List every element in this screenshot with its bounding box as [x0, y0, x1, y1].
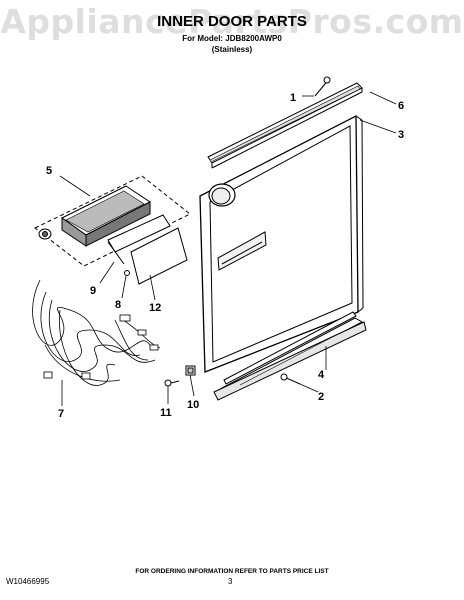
page-number: 3 [228, 577, 233, 586]
model-line: For Model: JDB8200AWP0 [182, 34, 282, 43]
page-title: INNER DOOR PARTS [157, 13, 307, 30]
bottom-vent-strip [213, 311, 367, 401]
callout-9: 9 [90, 285, 96, 297]
wire-harness [32, 279, 161, 386]
inner-door-panel [199, 114, 364, 373]
screw-part-1 [314, 76, 331, 97]
gasket-part-9 [107, 241, 125, 265]
callout-8: 8 [115, 299, 121, 311]
finish-line: (Stainless) [211, 45, 253, 54]
leader-lines [59, 91, 397, 406]
clip-part-10 [185, 365, 196, 376]
document-number: W10466995 [6, 577, 50, 586]
callout-1: 1 [290, 92, 296, 104]
callout-6: 6 [398, 100, 404, 112]
control-cover-part-12 [107, 214, 188, 285]
callout-3: 3 [398, 129, 404, 141]
callout-4: 4 [318, 369, 325, 381]
screw-part-8 [124, 270, 130, 276]
callout-labels: 1 2 3 4 5 6 7 8 9 10 11 12 [46, 92, 404, 420]
top-trim-strip [207, 82, 363, 169]
ordering-note: FOR ORDERING INFORMATION REFER TO PARTS … [135, 568, 329, 575]
control-module-assembly [34, 175, 191, 267]
callout-11: 11 [160, 407, 172, 419]
callout-10: 10 [187, 399, 199, 411]
callout-7: 7 [58, 408, 64, 420]
callout-2: 2 [318, 391, 324, 403]
screw-part-2 [280, 373, 301, 385]
callout-12: 12 [149, 302, 161, 314]
watermark-text: AppliancePartsPros.com [0, 2, 464, 41]
callout-5: 5 [46, 165, 52, 177]
screw-part-11 [164, 379, 180, 387]
